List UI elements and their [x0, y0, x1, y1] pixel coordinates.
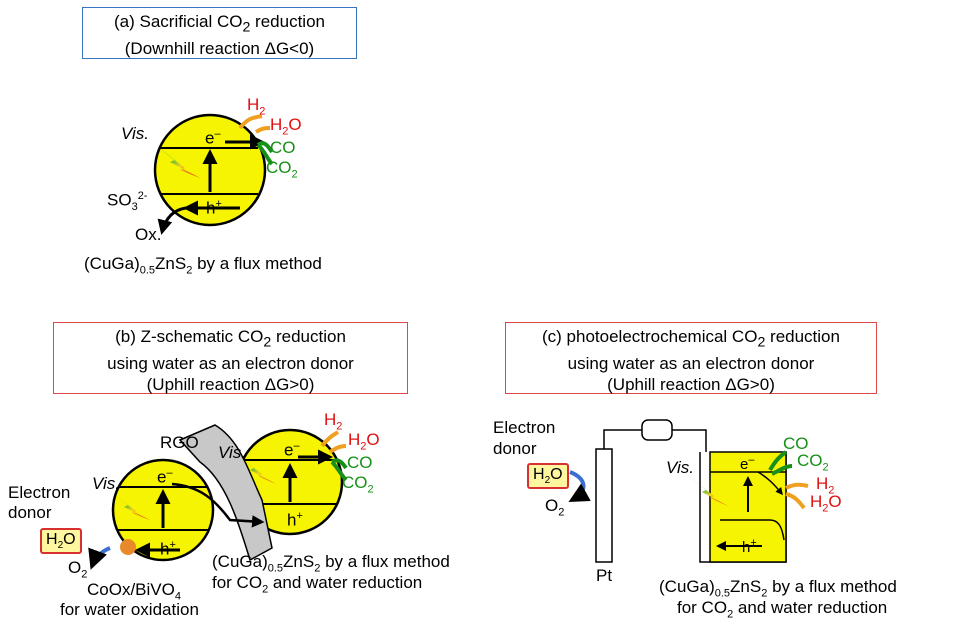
panel-b-title: (b) Z-schematic CO2 reduction using wate… — [53, 322, 408, 394]
rgo-sheet — [178, 424, 273, 562]
sulfite-label: SO32- — [107, 190, 148, 214]
panel-a-particle — [153, 113, 274, 235]
electron-donor-label: Electron — [493, 418, 556, 437]
panel-b-caption: (CuGa)0.5ZnS2 by a flux method — [212, 552, 450, 575]
hole-label: h+ — [287, 510, 303, 530]
water-box: H2O — [527, 463, 569, 490]
oxygen-label: O2 — [545, 496, 565, 519]
electron-label: e– — [205, 128, 221, 148]
h2-label: H2 — [247, 95, 266, 118]
oxidized-label: Ox. — [135, 225, 162, 244]
rgo-label: RGO — [160, 433, 199, 452]
panel-b-caption: for CO2 and water reduction — [212, 573, 423, 596]
panel-c-graphics — [568, 419, 809, 563]
vis-label: Vis. — [121, 124, 150, 143]
h2o-label: H2O — [348, 430, 380, 453]
electron-label: e– — [284, 440, 300, 460]
panel-c-title: (c) photoelectrochemical CO2 reduction u… — [505, 322, 877, 394]
hole-label: h+ — [206, 198, 222, 218]
vis-label: Vis. — [92, 474, 121, 493]
hole-label: h+ — [160, 539, 176, 559]
co-label: CO — [347, 453, 373, 472]
hole-label: h+ — [742, 537, 757, 556]
co2-label: CO2 — [342, 473, 374, 496]
pt-electrode — [595, 448, 613, 563]
h2-label: H2 — [324, 410, 343, 433]
electron-donor-label: donor — [8, 503, 52, 522]
co2-label: CO2 — [797, 451, 829, 474]
cocatalyst-label: CoOx/BiVO4 — [87, 580, 181, 603]
h2o-label: H2O — [270, 115, 302, 138]
panel-a-title: (a) Sacrificial CO2 reduction (Downhill … — [82, 7, 357, 59]
oxygen-label: O2 — [68, 558, 88, 581]
resistor-icon — [641, 419, 673, 441]
h2-label: H2 — [816, 474, 835, 497]
electron-donor-label: donor — [493, 439, 537, 458]
electron-donor-label: Electron — [8, 483, 71, 502]
vis-label: Vis. — [218, 443, 247, 462]
co-label: CO — [783, 434, 809, 453]
co-label: CO — [270, 138, 296, 157]
panel-c-caption: (CuGa)0.5ZnS2 by a flux method — [659, 577, 897, 600]
cocatalyst-label: for water oxidation — [60, 600, 199, 619]
panel-c-caption: for CO2 and water reduction — [677, 598, 888, 621]
water-box: H2O — [40, 528, 82, 555]
panel-a-caption: (CuGa)0.5ZnS2 by a flux method — [84, 254, 322, 277]
panel-b-graphics — [88, 424, 348, 570]
electron-label: e– — [740, 454, 755, 473]
pt-label: Pt — [596, 566, 613, 585]
electron-label: e– — [157, 467, 173, 487]
vis-label: Vis. — [666, 458, 695, 477]
co2-label: CO2 — [266, 158, 298, 181]
h2o-label: H2O — [810, 492, 842, 515]
